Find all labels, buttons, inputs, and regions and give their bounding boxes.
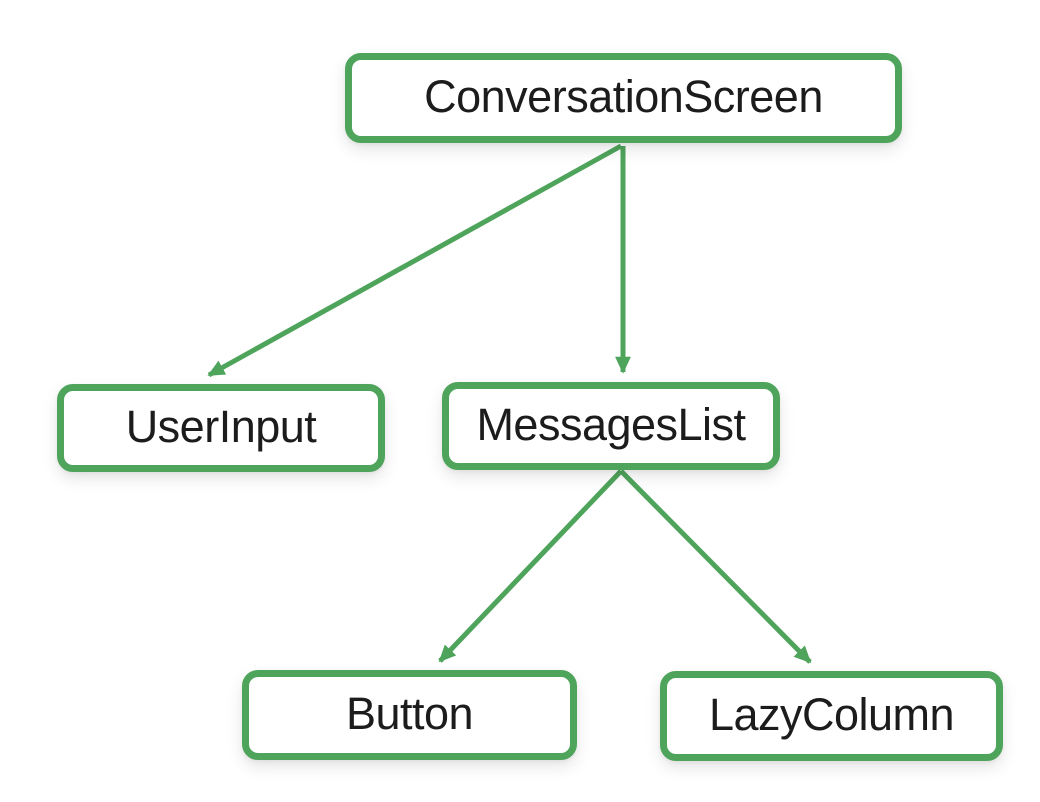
node-lazy-column: LazyColumn <box>660 671 1003 761</box>
edge-messageslist-button <box>438 469 623 663</box>
node-button: Button <box>242 670 577 760</box>
node-messages-list: MessagesList <box>442 382 780 470</box>
node-label-messages-list: MessagesList <box>476 399 746 450</box>
node-conversation-screen: ConversationScreen <box>345 53 902 143</box>
node-label-button: Button <box>345 688 474 739</box>
node-user-input: UserInput <box>57 384 385 472</box>
node-label-user-input: UserInput <box>125 401 317 452</box>
edge-messageslist-lazycolumn <box>619 469 812 664</box>
node-label-lazy-column: LazyColumn <box>708 689 955 740</box>
edge-conversationscreen-userinput <box>207 143 623 378</box>
node-label-conversation-screen: ConversationScreen <box>424 71 823 122</box>
